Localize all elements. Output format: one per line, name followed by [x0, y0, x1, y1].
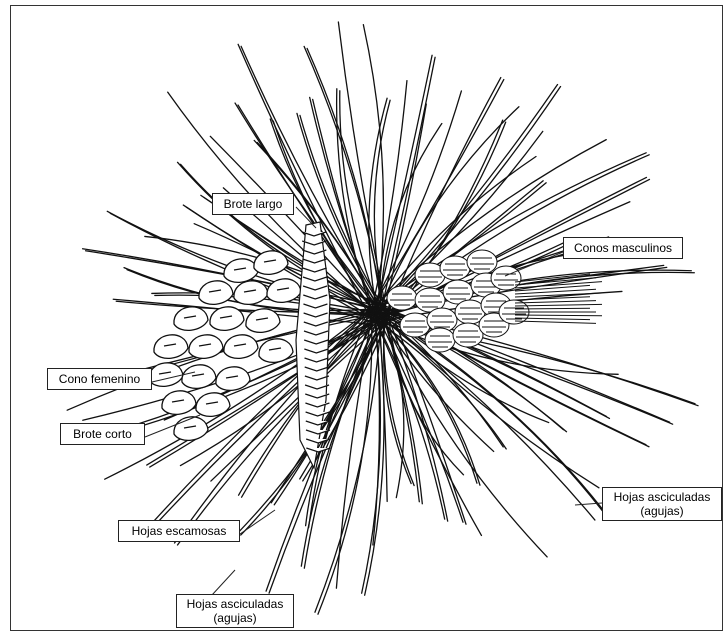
- label-brote-corto: Brote corto: [60, 423, 145, 445]
- label-cono-femenino: Cono femenino: [47, 368, 152, 390]
- leader-hojas-escamosas: [240, 510, 275, 534]
- cone-scale: [174, 417, 208, 441]
- cone-scale: [210, 307, 244, 331]
- cone-scale: [182, 365, 216, 389]
- tuft-needle: [515, 321, 596, 323]
- male-cone: [425, 328, 455, 352]
- cone-scale: [162, 391, 196, 415]
- male-cone: [467, 250, 497, 274]
- cone-scale: [267, 279, 301, 303]
- male-cone: [491, 266, 521, 290]
- label-brote-largo: Brote largo: [212, 193, 294, 215]
- cone-scale: [199, 281, 233, 305]
- cone-scale: [196, 393, 230, 417]
- label-hojas-aciculadas-right: Hojas asciculadas (agujas): [602, 487, 722, 521]
- cone-scale: [234, 281, 268, 305]
- cone-scale: [224, 259, 258, 283]
- tuft-needle: [515, 304, 602, 306]
- cone-scale: [259, 339, 293, 363]
- label-hojas-aciculadas-bottom: Hojas asciculadas (agujas): [176, 594, 294, 628]
- label-hojas-escamosas: Hojas escamosas: [118, 520, 240, 542]
- female-cone-drawing: [149, 251, 301, 441]
- male-cone: [453, 323, 483, 347]
- male-cone: [400, 313, 430, 337]
- male-cone: [440, 256, 470, 280]
- cone-scale: [154, 335, 188, 359]
- long-shoot-drawing: [296, 222, 330, 468]
- male-cone: [387, 286, 417, 310]
- cone-scale: [174, 307, 208, 331]
- tuft-needle: [515, 301, 596, 303]
- cone-scale: [224, 335, 258, 359]
- leader-conos-masculinos: [505, 252, 563, 276]
- cone-scale: [189, 335, 223, 359]
- cone-scale: [216, 367, 250, 391]
- needle: [105, 307, 373, 479]
- needle: [384, 317, 415, 486]
- label-conos-masculinos: Conos masculinos: [563, 237, 683, 259]
- leader-hojas-aciculadas-bottom: [212, 570, 235, 595]
